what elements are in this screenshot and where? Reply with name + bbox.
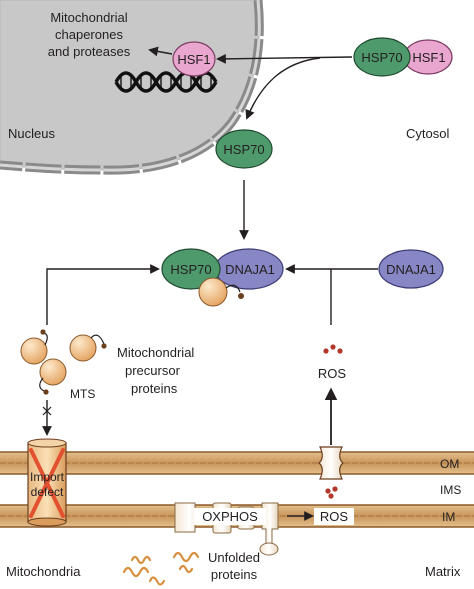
- hsp70-free-label: HSP70: [223, 142, 264, 157]
- precursor-protein-2: [69, 334, 107, 362]
- precursor-label-1: Mitochondrial: [117, 345, 194, 360]
- precursor-label-2: precursor: [125, 363, 181, 378]
- ros-ims-dots: [325, 486, 338, 499]
- matrix-label: Matrix: [425, 564, 461, 579]
- hsf1-nuclear-shape: [172, 41, 216, 77]
- import-channel-bottom: [27, 517, 67, 527]
- hsp70-complex2-label: HSP70: [170, 262, 211, 277]
- unfolded-label-1: Unfolded: [208, 550, 260, 565]
- import-defect-label-1: Import: [30, 470, 65, 484]
- nuclear-envelope-highlight: [0, 0, 261, 172]
- ros-cytosolic-dots: [323, 344, 343, 354]
- ims-label: IMS: [440, 483, 461, 497]
- ros-pore-shape: [318, 446, 344, 480]
- dnaja1-complex-label: DNAJA1: [225, 262, 275, 277]
- import-channel: Import defect: [27, 438, 67, 527]
- hsp70-dnaja1-complex: HSP70 DNAJA1: [161, 248, 284, 307]
- unfolded-label-2: proteins: [211, 567, 258, 582]
- hsp70-free-shape: [215, 129, 273, 169]
- hsp70-hsf1-complex: HSP70 HSF1: [353, 37, 453, 77]
- import-channel-top: [27, 438, 67, 448]
- arrow-complex-to-hsf1: [216, 53, 353, 64]
- arrow-hsf1-to-chaperones: [148, 46, 173, 57]
- dna-strand-a: [114, 71, 218, 93]
- ros-top-label: ROS: [318, 366, 347, 381]
- unfolded-protein-1: [122, 566, 150, 578]
- unfolded-protein-5: [178, 564, 194, 574]
- mitochondria-label: Mitochondria: [6, 564, 81, 579]
- dna-helix: [114, 71, 218, 93]
- mito-chaperones-label-1: Mitochondrial: [50, 10, 127, 25]
- ros-inner-label: ROS: [320, 509, 349, 524]
- mito-chaperones-label-2: chaperones: [55, 27, 123, 42]
- hsf1-complex-label: HSF1: [412, 50, 445, 65]
- precursor-protein-3: [39, 358, 67, 395]
- unfolded-proteins: [122, 551, 200, 586]
- hsp70-complex2-shape: [161, 248, 221, 290]
- unfolded-protein-3: [148, 576, 166, 586]
- blocked-import-cross: [42, 406, 52, 416]
- dnaja1-free-shape: [378, 249, 444, 289]
- hsf1-nuclear: HSF1: [172, 41, 216, 77]
- outer-membrane: [0, 451, 474, 475]
- ros-pore: [318, 446, 344, 480]
- ros-inner-label-bg: [314, 508, 354, 525]
- nucleus-label: Nucleus: [8, 126, 55, 141]
- bound-precursor-protein: [198, 277, 228, 307]
- mts-label: MTS: [70, 387, 95, 401]
- hsp70-free: HSP70: [215, 129, 273, 169]
- dnaja1-free: DNAJA1: [378, 249, 444, 289]
- bound-mts-tail: [225, 284, 241, 293]
- atp-synthase-head: [259, 542, 279, 556]
- im-label: IM: [442, 510, 455, 524]
- oxphos-label-bg: [194, 508, 266, 525]
- import-defect-cross: [29, 448, 65, 518]
- arrow-precursors-to-complex: [46, 264, 160, 325]
- dna-strand-b: [114, 71, 218, 93]
- om-label: OM: [440, 457, 459, 471]
- unfolded-protein-2: [130, 555, 152, 565]
- precursor-proteins: [20, 329, 107, 395]
- bound-mts-head: [238, 293, 244, 299]
- arrow-complex-to-hsp70: [245, 57, 321, 120]
- precursor-label-3: proteins: [131, 381, 178, 396]
- unfolded-protein-4: [172, 551, 200, 563]
- hsf1-nuclear-label: HSF1: [177, 52, 210, 67]
- mito-chaperones-label-3: and proteases: [48, 44, 131, 59]
- cytosol-label: Cytosol: [406, 126, 449, 141]
- precursor-protein-1: [20, 329, 48, 365]
- hsp70-complex-shape: [353, 37, 411, 77]
- import-defect-label-2: defect: [31, 485, 64, 499]
- dnaja1-free-label: DNAJA1: [386, 262, 436, 277]
- oxphos-label: OXPHOS: [202, 509, 258, 524]
- hsp70-complex-label: HSP70: [361, 50, 402, 65]
